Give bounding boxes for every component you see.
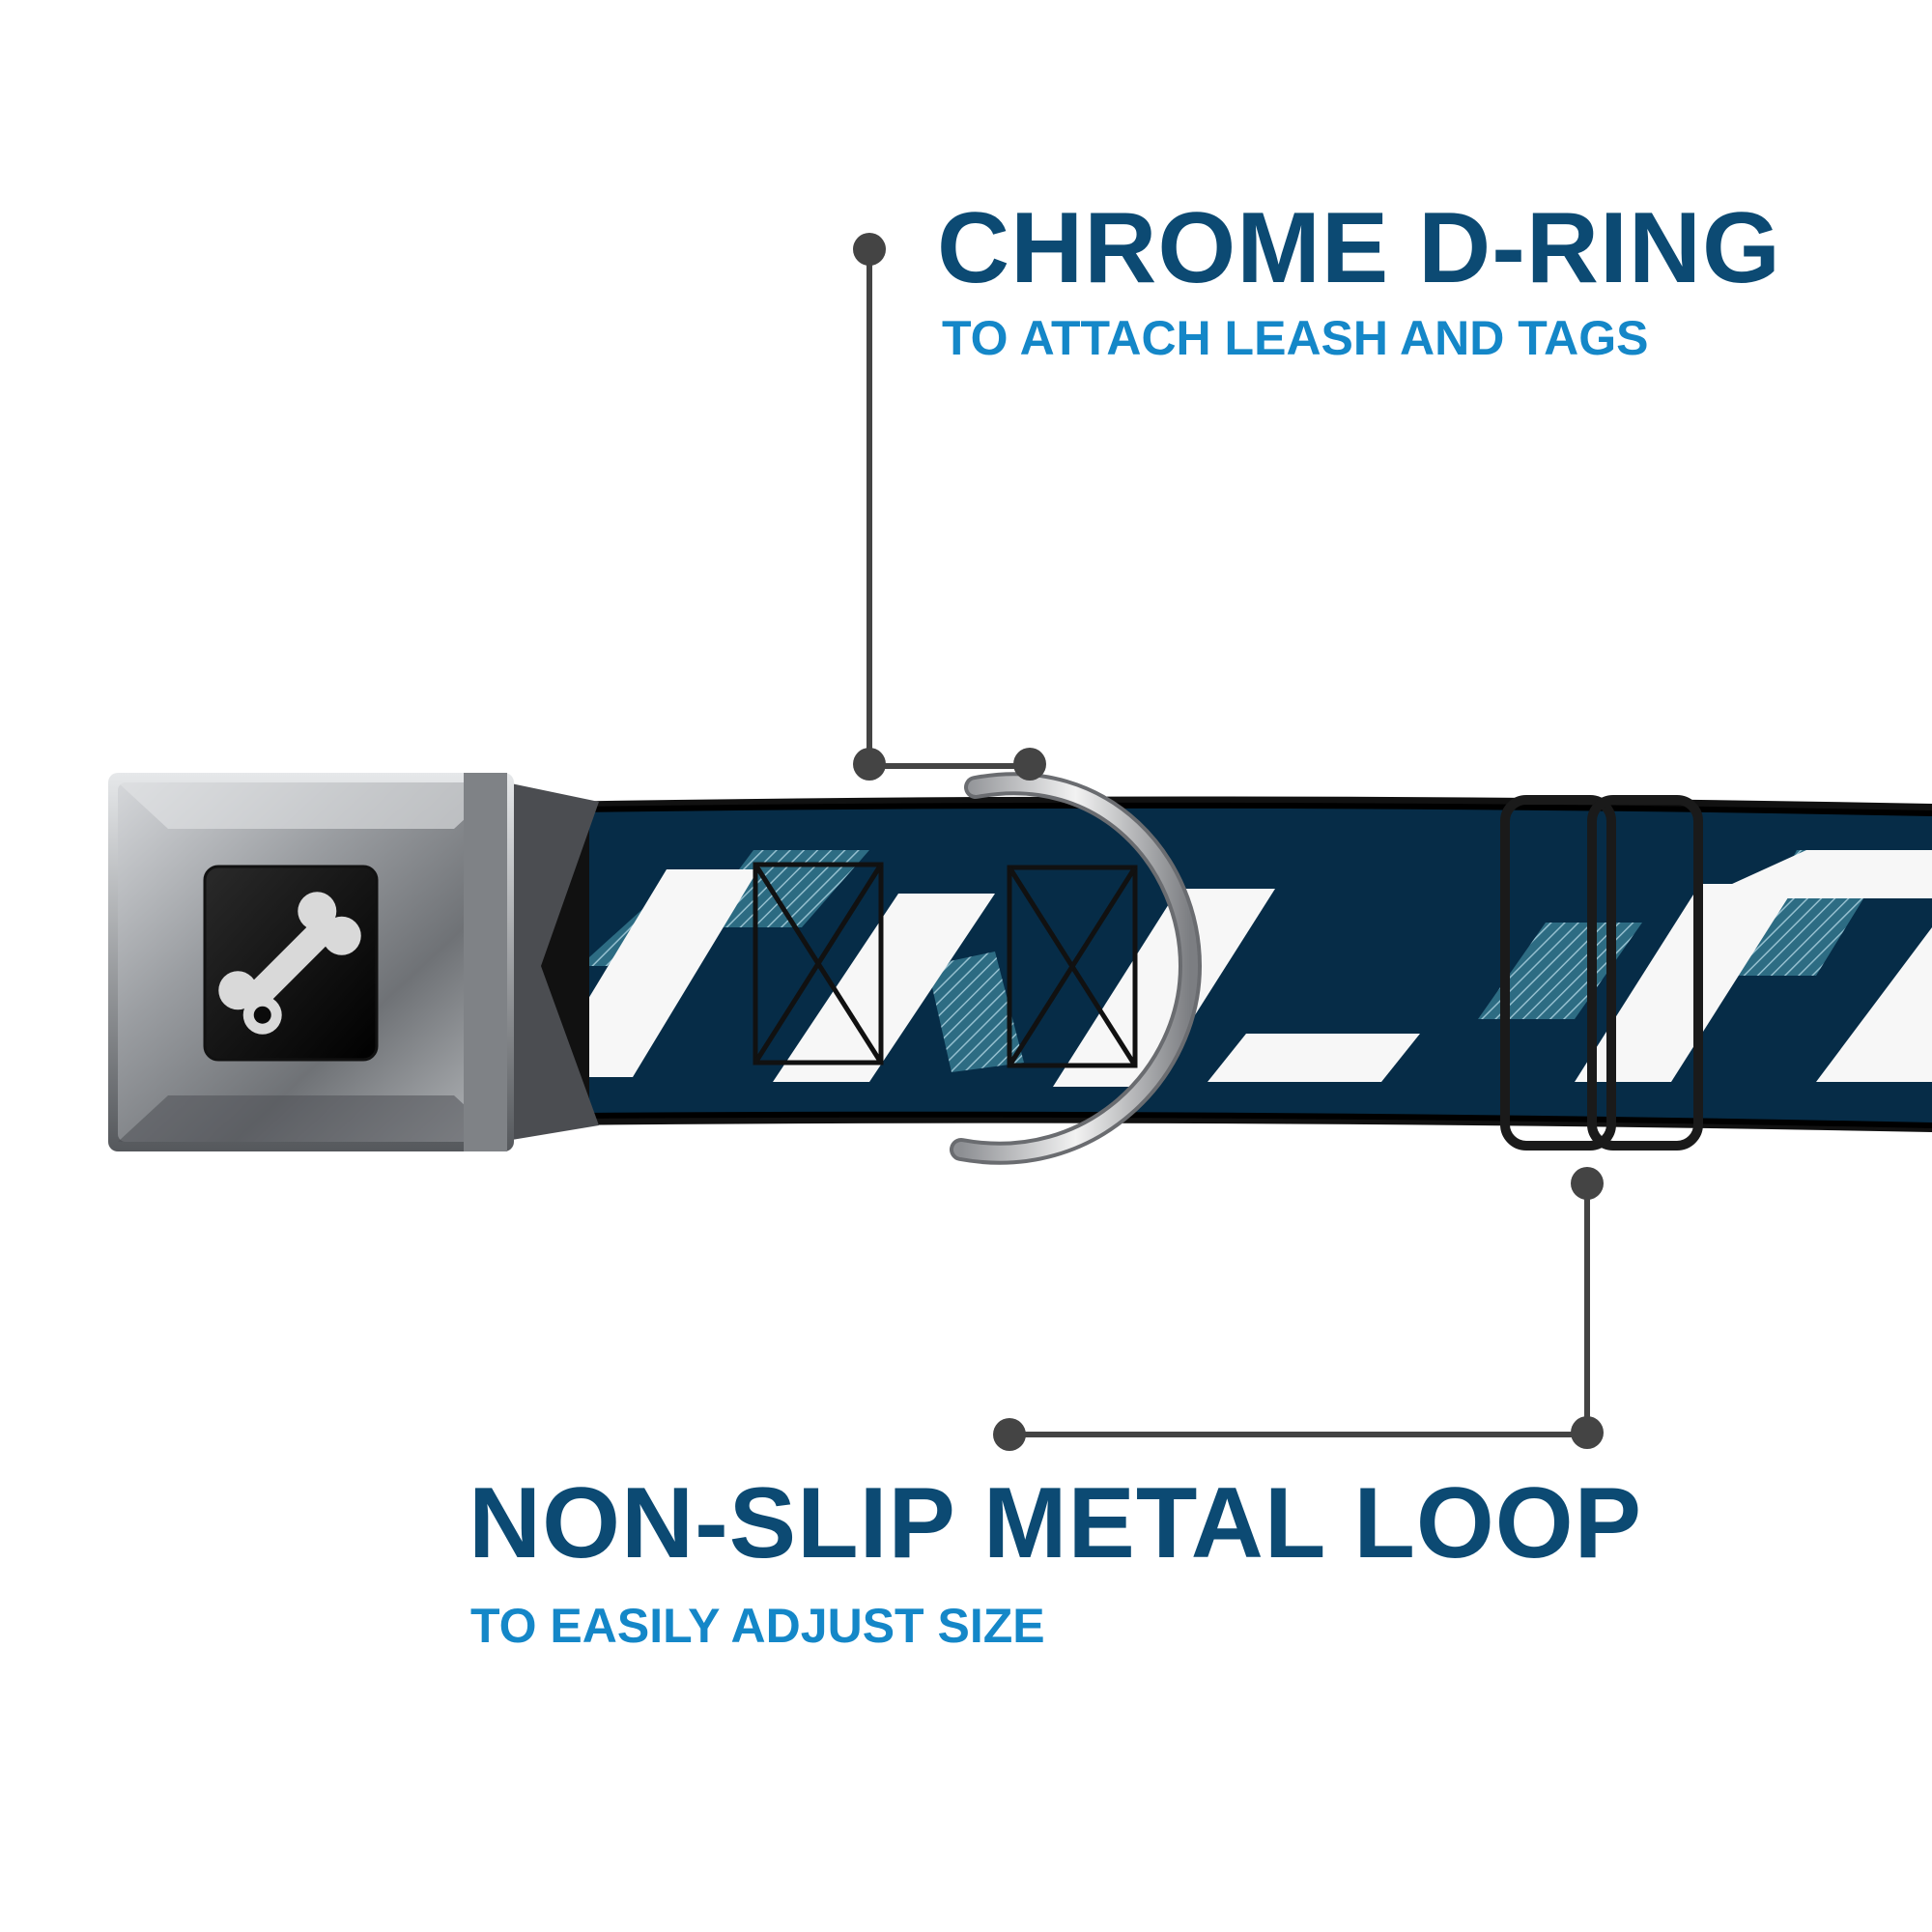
- d-ring-callout-subtitle: TO ATTACH LEASH AND TAGS: [942, 311, 1649, 365]
- d-ring-callout-title: CHROME D-RING: [937, 192, 1781, 304]
- dot-icon: [1571, 1167, 1604, 1200]
- chrome-d-ring: [950, 772, 1203, 1165]
- dot-icon: [853, 748, 886, 781]
- metal-slider-loop: [1500, 795, 1703, 1151]
- dot-icon: [1571, 1416, 1604, 1449]
- metal-loop-callout-title: NON-SLIP METAL LOOP: [469, 1467, 1643, 1579]
- buckle: [108, 773, 599, 1151]
- dot-icon: [853, 233, 886, 266]
- collar-strap: [541, 796, 1932, 1132]
- d-ring-leader-line: [867, 249, 1030, 769]
- metal-loop-leader-line: [1009, 1183, 1590, 1437]
- dot-icon: [1013, 748, 1046, 781]
- dot-icon: [993, 1418, 1026, 1451]
- metal-loop-callout-subtitle: TO EASILY ADJUST SIZE: [470, 1599, 1045, 1653]
- dog-bone-icon: [218, 892, 361, 1035]
